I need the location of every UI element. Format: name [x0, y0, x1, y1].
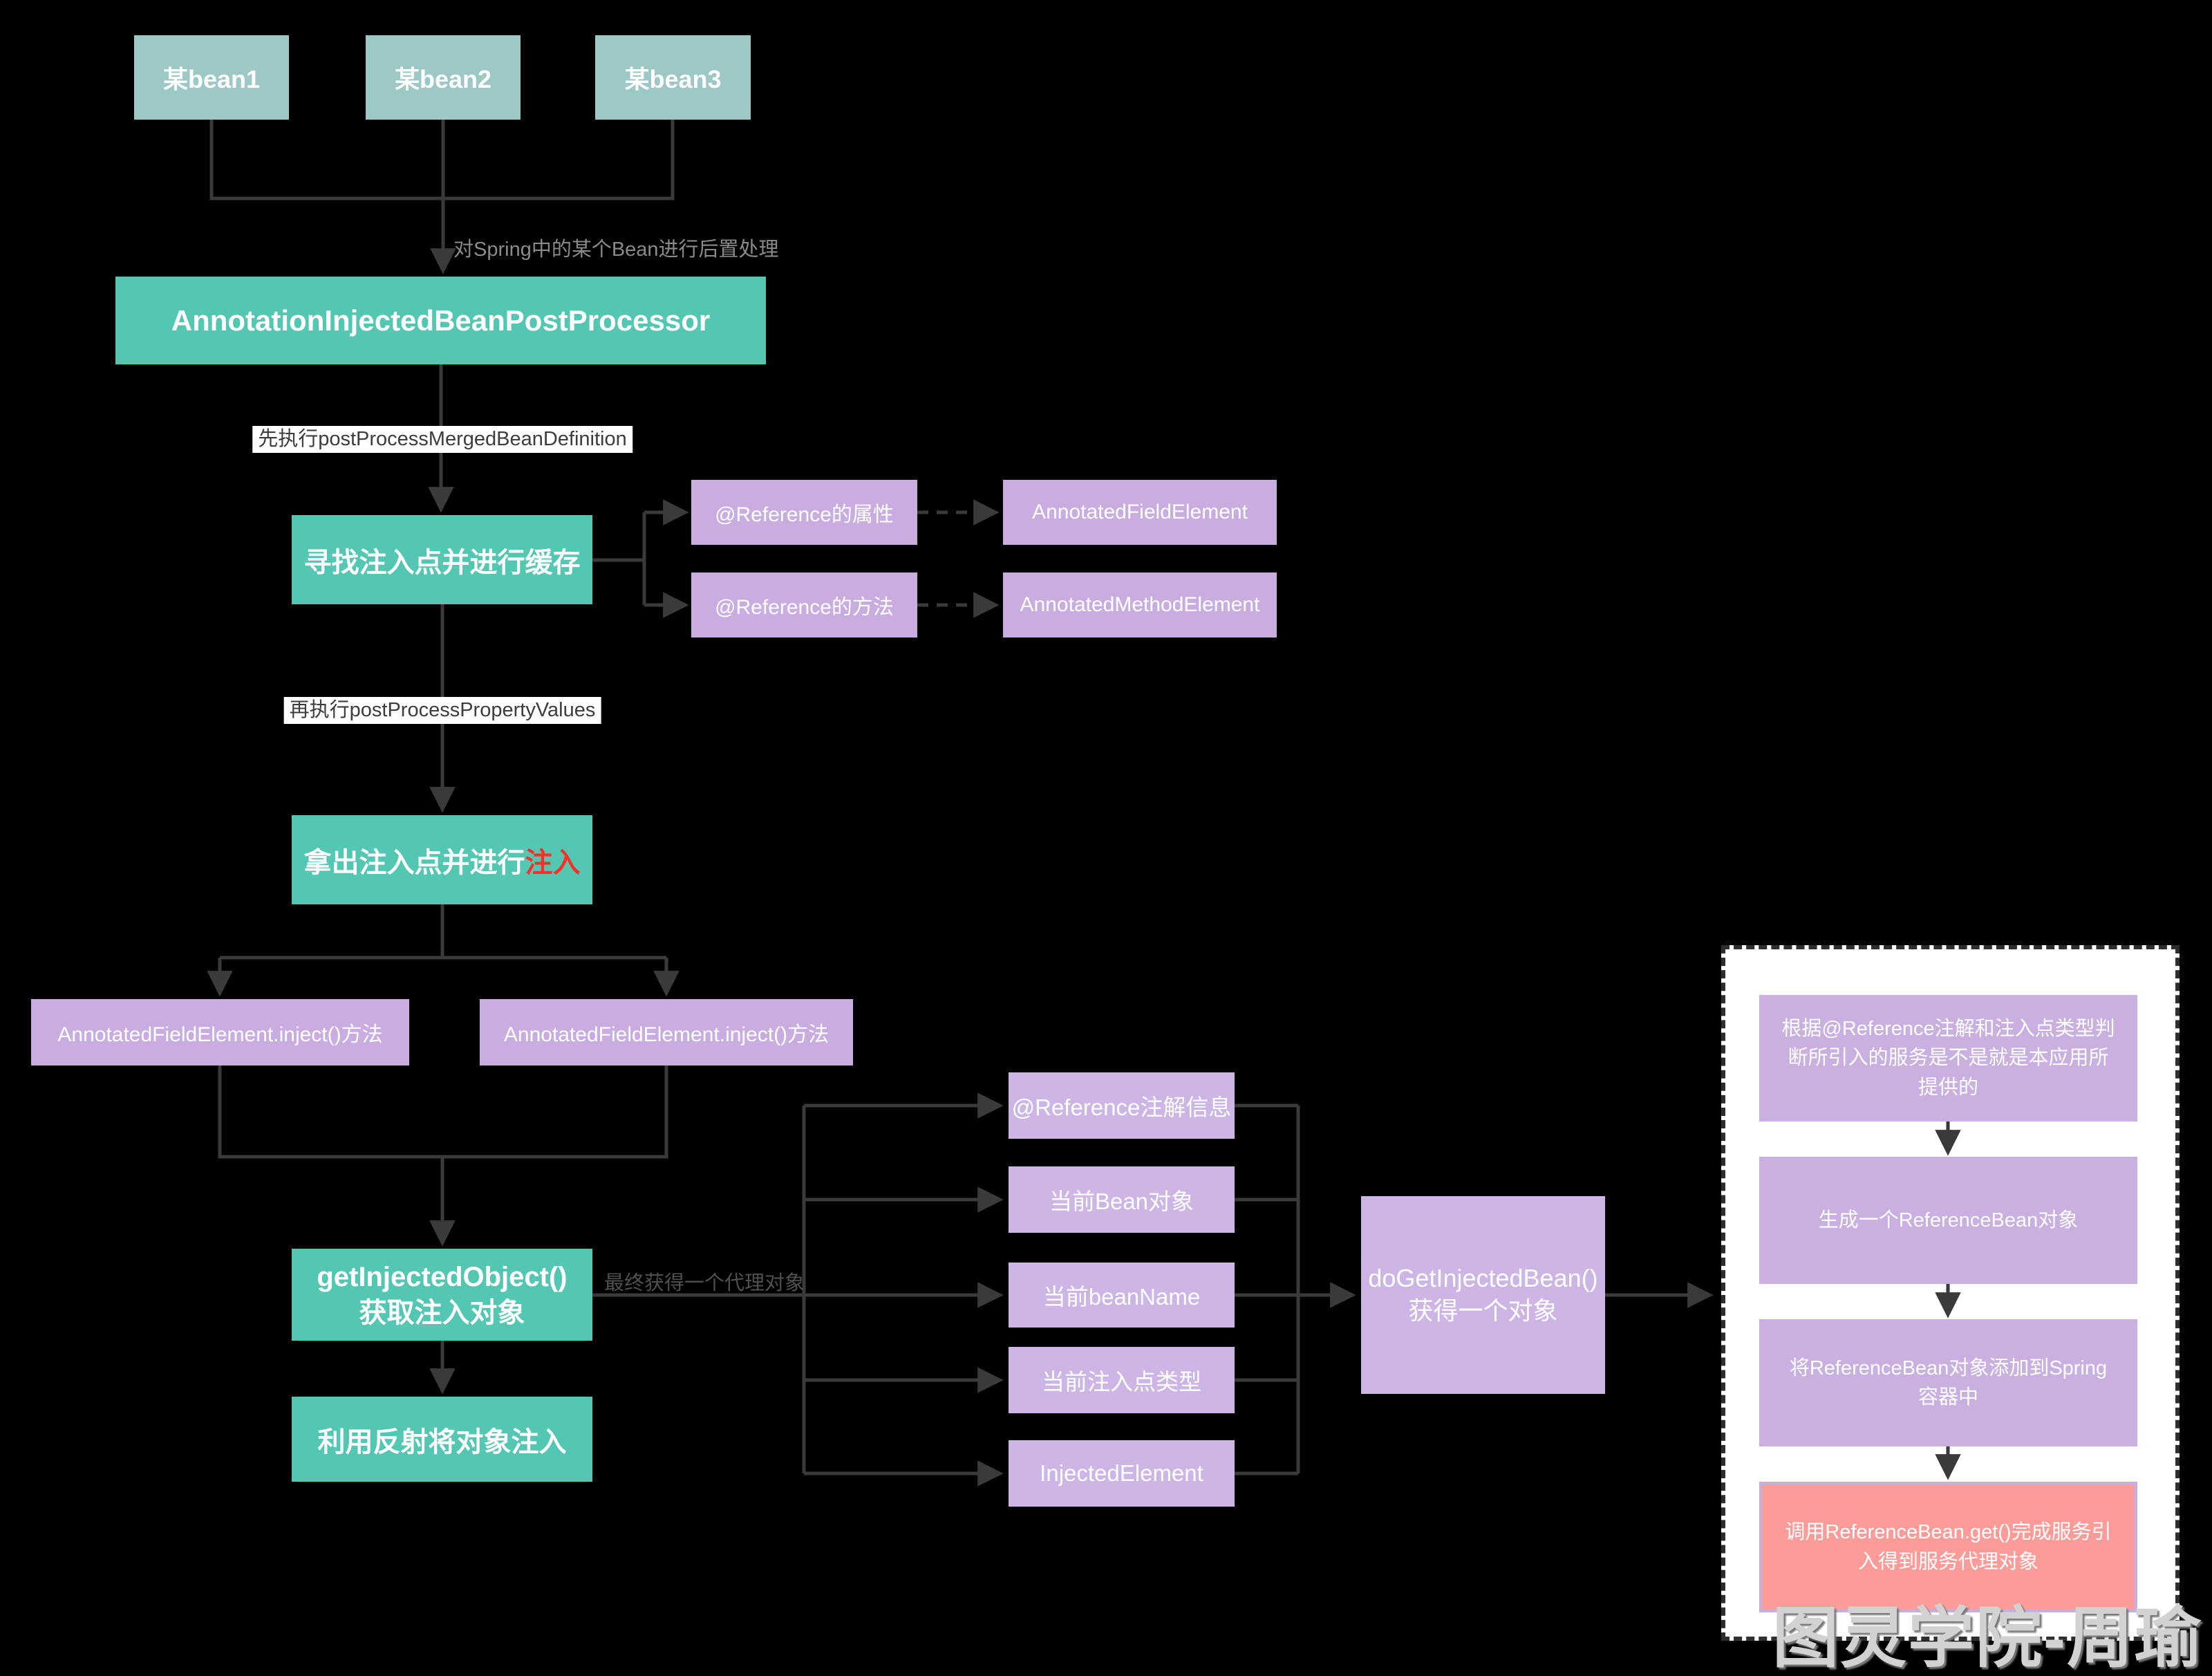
do-get-line1: doGetInjectedBean(): [1368, 1264, 1598, 1293]
panel-step3-label: 将ReferenceBean对象添加到Spring容器中: [1789, 1357, 2108, 1408]
node-bean1: 某bean1: [134, 35, 289, 120]
panel-step-judge-service: 根据@Reference注解和注入点类型判断所引入的服务是不是就是本应用所提供的: [1759, 995, 2137, 1121]
takeout-prefix: 拿出注入点并进行: [303, 847, 525, 878]
node-mid1-label: @Reference注解信息: [1011, 1095, 1232, 1120]
node-current-bean-name: 当前beanName: [1009, 1263, 1235, 1328]
edge-label-post-process: 对Spring中的某个Bean进行后置处理: [453, 239, 779, 261]
edge-beans-merge: [209, 120, 675, 201]
node-inject-left-label: AnnotatedFieldElement.inject()方法: [57, 1023, 383, 1046]
node-reference-method-label: @Reference的方法: [715, 596, 894, 619]
node-bean1-label: 某bean1: [162, 65, 261, 93]
panel-step2-label: 生成一个ReferenceBean对象: [1818, 1209, 2079, 1231]
node-injected-element: InjectedElement: [1009, 1440, 1235, 1507]
node-get-injected-object: getInjectedObject() 获取注入对象: [292, 1249, 592, 1341]
edge-takeout-split: [220, 904, 666, 960]
panel-step-add-to-spring: 将ReferenceBean对象添加到Spring容器中: [1759, 1319, 2137, 1446]
node-reflect-inject-label: 利用反射将对象注入: [317, 1426, 567, 1458]
node-bean3: 某bean3: [595, 35, 751, 120]
get-injected-line2: 获取注入对象: [359, 1297, 525, 1328]
get-injected-line1: getInjectedObject(): [317, 1261, 568, 1292]
edge-label-proxy-object: 最终获得一个代理对象: [604, 1272, 805, 1294]
do-get-line2: 获得一个对象: [1408, 1296, 1558, 1325]
node-reflect-inject: 利用反射将对象注入: [292, 1397, 592, 1482]
node-takeout-inject-label: 拿出注入点并进行注入: [304, 840, 581, 880]
watermark: 图灵学院-周瑜: [1772, 1601, 2202, 1675]
node-inject-right: AnnotatedFieldElement.inject()方法: [480, 999, 853, 1065]
node-annotated-method-element: AnnotatedMethodElement: [1003, 572, 1277, 637]
node-post-processor: AnnotationInjectedBeanPostProcessor: [115, 277, 766, 364]
node-bean3-label: 某bean3: [624, 65, 722, 93]
node-takeout-inject: 拿出注入点并进行注入: [292, 815, 592, 904]
node-mid2-label: 当前Bean对象: [1049, 1189, 1194, 1214]
node-do-get-injected-bean: doGetInjectedBean() 获得一个对象: [1361, 1196, 1605, 1394]
node-mid3-label: 当前beanName: [1042, 1284, 1201, 1310]
edge-find-split: [592, 512, 646, 605]
node-current-injection-type: 当前注入点类型: [1009, 1347, 1235, 1413]
node-current-bean-object: 当前Bean对象: [1009, 1166, 1235, 1233]
node-annotated-field-element: AnnotatedFieldElement: [1003, 480, 1277, 545]
node-mid5-label: InjectedElement: [1040, 1460, 1203, 1486]
node-reference-attr: @Reference的属性: [691, 480, 917, 545]
edge-label-merged-bean: 先执行postProcessMergedBeanDefinition: [252, 426, 632, 454]
node-reference-attr-label: @Reference的属性: [715, 503, 894, 526]
node-find-injection: 寻找注入点并进行缓存: [292, 515, 592, 604]
panel-step4-label: 调用ReferenceBean.get()完成服务引入得到服务代理对象: [1785, 1521, 2112, 1573]
node-annotated-method-label: AnnotatedMethodElement: [1020, 593, 1260, 616]
edge-right-bus: [1235, 1104, 1300, 1475]
node-find-injection-label: 寻找注入点并进行缓存: [303, 547, 581, 578]
node-mid4-label: 当前注入点类型: [1042, 1369, 1201, 1395]
panel-step-create-referencebean: 生成一个ReferenceBean对象: [1759, 1157, 2137, 1284]
edge-inject-merge: [218, 1065, 668, 1159]
edge-label-property-values: 再执行postProcessPropertyValues: [283, 697, 601, 725]
panel-step-referencebean-get: 调用ReferenceBean.get()完成服务引入得到服务代理对象: [1759, 1482, 2137, 1612]
node-bean2-label: 某bean2: [394, 65, 492, 93]
node-bean2: 某bean2: [366, 35, 521, 120]
node-reference-method: @Reference的方法: [691, 572, 917, 637]
node-reference-annotation-info: @Reference注解信息: [1009, 1072, 1235, 1139]
node-inject-right-label: AnnotatedFieldElement.inject()方法: [503, 1023, 830, 1046]
panel-step1-label: 根据@Reference注解和注入点类型判断所引入的服务是不是就是本应用所提供的: [1781, 1018, 2115, 1099]
node-annotated-field-label: AnnotatedFieldElement: [1032, 501, 1248, 523]
node-inject-left: AnnotatedFieldElement.inject()方法: [31, 999, 409, 1065]
node-post-processor-label: AnnotationInjectedBeanPostProcessor: [171, 304, 711, 337]
takeout-highlight: 注入: [525, 847, 581, 878]
